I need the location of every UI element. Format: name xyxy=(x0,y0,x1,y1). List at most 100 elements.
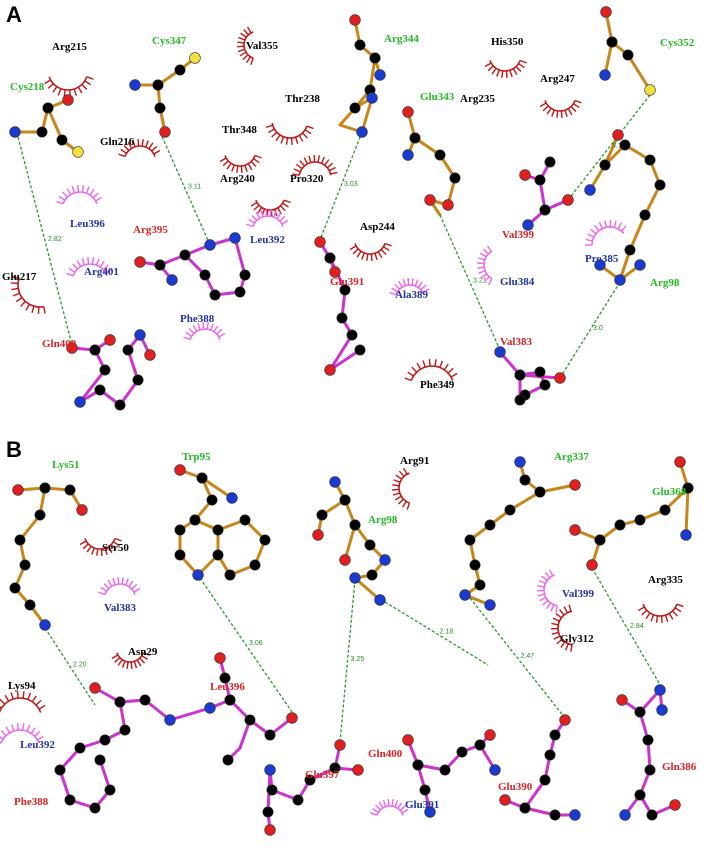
hydrophobic-contact-spoke xyxy=(401,808,409,814)
carbon-atom xyxy=(114,696,126,708)
hydrophobic-contact-spoke xyxy=(192,324,198,332)
covalent-bond xyxy=(538,483,577,494)
covalent-bond xyxy=(200,476,234,500)
hydrophobic-contact-spoke xyxy=(72,263,78,270)
hydrophobic-contact-spoke xyxy=(486,245,492,252)
hydrophobic-contact-spoke xyxy=(246,223,254,228)
hydrophobic-contact-spoke xyxy=(491,67,497,75)
oxygen-atom xyxy=(442,199,454,211)
hydrophobic-contact-spoke xyxy=(378,801,384,809)
residue-label: Arg344 xyxy=(384,33,419,45)
nitrogen-atom xyxy=(484,599,496,611)
residue-label: Arg337 xyxy=(554,451,589,463)
hydrophobic-contact-spoke xyxy=(44,79,52,85)
hydrophobic-contact-spoke xyxy=(16,723,19,731)
hydrophobic-contact-spoke xyxy=(98,591,106,596)
carbon-atom xyxy=(419,784,431,796)
hydrophobic-contact-spoke xyxy=(641,609,648,616)
hydrophobic-contact-spoke xyxy=(255,211,261,219)
hydrophobic-contact-spoke xyxy=(637,606,645,612)
hydrophobic-contact-spoke xyxy=(66,188,72,195)
hydrophobic-contact-spoke xyxy=(496,69,500,77)
hydrophobic-contact-spoke xyxy=(81,185,85,193)
hydrophobic-contact-arc xyxy=(48,76,88,91)
hydrophobic-contact-spoke xyxy=(542,105,549,112)
carbon-atom xyxy=(64,484,76,496)
oxygen-atom xyxy=(312,529,324,541)
nitrogen-atom xyxy=(584,184,596,196)
hydrophobic-contact-spoke xyxy=(402,278,407,286)
carbon-atom xyxy=(539,379,551,391)
hydrophobic-contact-spoke xyxy=(0,741,2,744)
carbon-atom xyxy=(474,579,486,591)
nitrogen-atom xyxy=(656,704,668,716)
hydrophobic-contact-spoke xyxy=(141,655,148,661)
hydrophobic-contact-spoke xyxy=(10,692,14,700)
hydrophobic-contact-spoke xyxy=(267,128,275,134)
hydrophobic-contact-spoke xyxy=(548,569,554,577)
carbon-atom xyxy=(212,524,224,536)
residue-label: Glu343 xyxy=(420,91,455,103)
hydrophobic-contact-spoke xyxy=(5,726,11,734)
hydrophobic-contact-spoke xyxy=(505,70,508,78)
carbon-atom xyxy=(222,754,234,766)
oxygen-atom xyxy=(554,372,566,384)
hydrophobic-contact-arc xyxy=(189,328,221,340)
hydrophobic-contact-spoke xyxy=(269,209,272,217)
hydrophobic-contact-spoke xyxy=(239,51,247,57)
hydrophobic-contact-spoke xyxy=(43,306,46,314)
hydrophobic-contact-spoke xyxy=(85,186,90,194)
hydrophobic-contact-spoke xyxy=(271,131,278,138)
hydrophobic-contact-spoke xyxy=(302,132,308,139)
hydrogen-bond xyxy=(384,601,489,666)
oxygen-atom xyxy=(424,194,436,206)
hbond-distance-label: 3.03 xyxy=(344,181,358,188)
nitrogen-atom xyxy=(379,554,391,566)
nitrogen-atom xyxy=(514,456,526,468)
hydrophobic-contact-spoke xyxy=(676,603,684,608)
hydrophobic-contact-spoke xyxy=(52,86,58,93)
hydrophobic-contact-spoke xyxy=(12,275,20,280)
oxygen-atom xyxy=(12,484,24,496)
oxygen-atom xyxy=(484,729,496,741)
hydrophobic-contact-arc xyxy=(124,145,156,157)
carbon-atom xyxy=(634,789,646,801)
hydrophobic-contact-spoke xyxy=(392,488,400,491)
hydrophobic-contact-arc xyxy=(224,155,256,167)
hydrophobic-contact-spoke xyxy=(545,602,552,610)
hydrophobic-contact-spoke xyxy=(81,83,88,90)
oxygen-atom xyxy=(499,794,511,806)
carbon-atom xyxy=(234,286,246,298)
hydrophobic-contact-spoke xyxy=(237,45,245,48)
oxygen-atom xyxy=(286,712,298,724)
hydrophobic-contact-spoke xyxy=(399,805,406,811)
hydrophobic-contact-spoke xyxy=(387,799,390,807)
hydrophobic-contact-spoke xyxy=(34,731,41,737)
carbon-atom xyxy=(544,749,556,761)
carbon-atom xyxy=(539,774,551,786)
covalent-bond xyxy=(626,53,652,92)
carbon-atom xyxy=(456,746,468,758)
hydrogen-bond xyxy=(567,94,651,201)
hydrophobic-contact-spoke xyxy=(356,250,362,258)
hydrophobic-contact-spoke xyxy=(443,363,449,371)
residue-label: Asp244 xyxy=(360,221,395,233)
carbon-atom xyxy=(504,504,516,516)
hydrophobic-contact-spoke xyxy=(361,252,365,260)
carbon-atom xyxy=(599,159,611,171)
hydrophobic-contact-spoke xyxy=(253,158,260,164)
carbon-atom xyxy=(549,729,561,741)
nitrogen-atom xyxy=(166,274,178,286)
residue-label: Val355 xyxy=(246,40,278,52)
hydrophobic-contact-spoke xyxy=(551,109,555,117)
hydrophobic-contact-spoke xyxy=(125,578,129,586)
hydrophobic-contact-spoke xyxy=(240,165,243,173)
hydrophobic-contact-spoke xyxy=(324,159,330,166)
hydrophobic-contact-arc xyxy=(398,472,410,504)
hydrophobic-contact-spoke xyxy=(213,325,219,333)
nitrogen-atom xyxy=(329,476,341,488)
hydrophobic-contact-spoke xyxy=(384,242,392,247)
hydrophobic-contact-spoke xyxy=(95,258,100,266)
oxygen-atom xyxy=(352,764,364,776)
hydrophobic-contact-spoke xyxy=(380,249,387,256)
